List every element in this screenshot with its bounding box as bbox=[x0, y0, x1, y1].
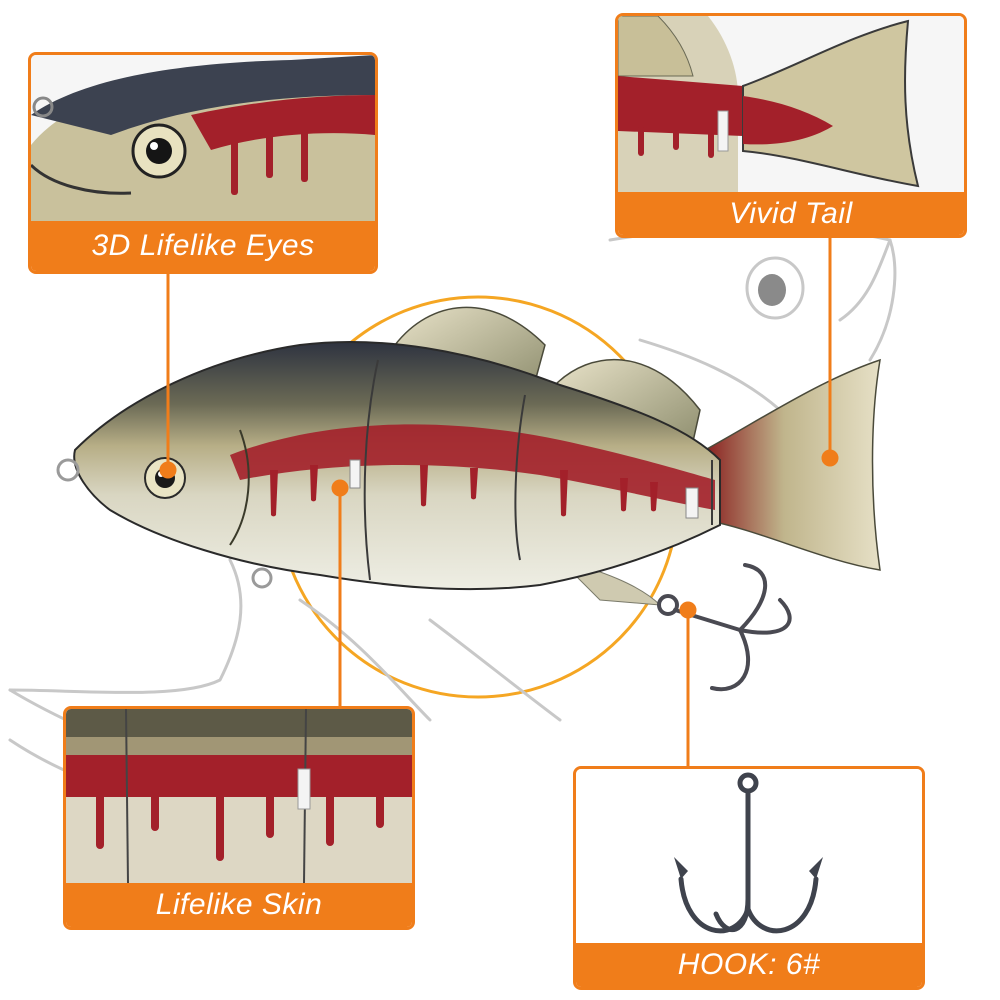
callout-skin-label: Lifelike Skin bbox=[66, 883, 412, 927]
treble-hook-image bbox=[576, 769, 922, 945]
callout-tail: Vivid Tail bbox=[615, 13, 967, 238]
tail-closeup-image bbox=[618, 16, 964, 192]
callout-hook: HOOK: 6# bbox=[573, 766, 925, 990]
skin-closeup-image bbox=[66, 709, 412, 883]
callout-tail-label: Vivid Tail bbox=[618, 192, 964, 235]
callout-eyes: 3D Lifelike Eyes bbox=[28, 52, 378, 274]
eye-closeup-image bbox=[31, 55, 375, 221]
callout-skin: Lifelike Skin bbox=[63, 706, 415, 930]
callout-hook-label: HOOK: 6# bbox=[576, 943, 922, 987]
callout-eyes-label: 3D Lifelike Eyes bbox=[31, 221, 375, 271]
sketch-eye bbox=[758, 274, 786, 306]
